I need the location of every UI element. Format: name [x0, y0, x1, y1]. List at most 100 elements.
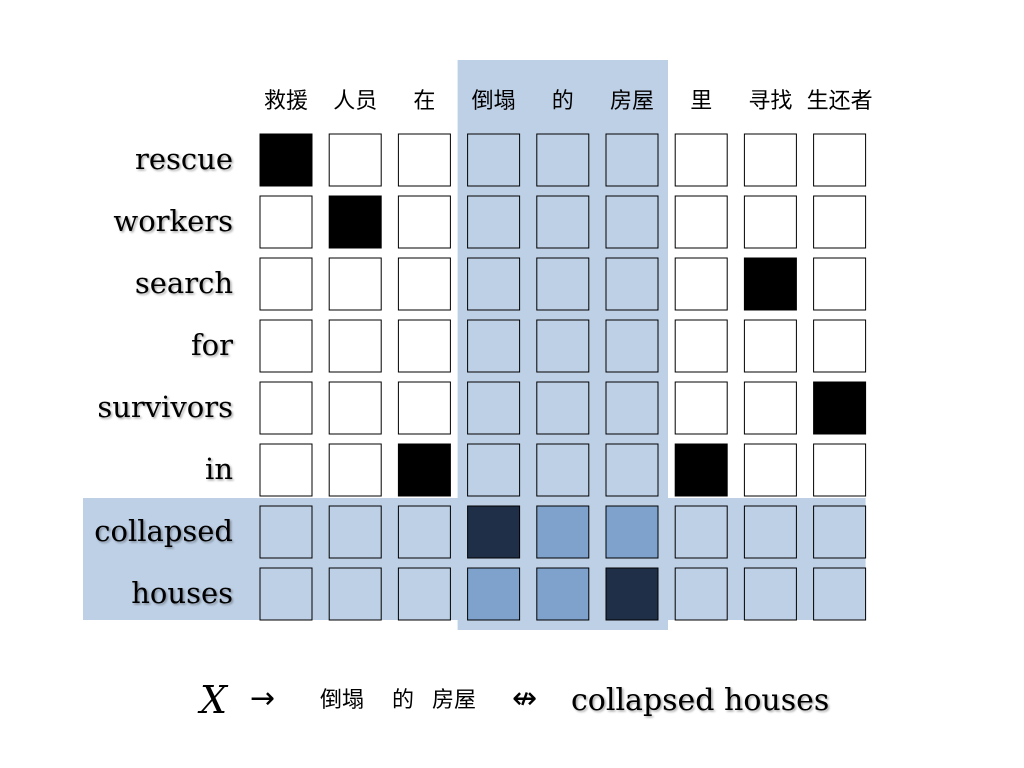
- alignment-cell: [397, 195, 451, 249]
- alignment-cell: [674, 443, 728, 497]
- alignment-cell: [674, 195, 728, 249]
- alignment-cell: [467, 133, 521, 187]
- alignment-cell: [536, 567, 590, 621]
- formula-source-word: 倒塌: [320, 688, 364, 713]
- alignment-cell: [813, 567, 867, 621]
- phrase-pair-formula: X → 倒塌 的 房屋 ↮ collapsed houses: [197, 678, 829, 722]
- alignment-cell: [259, 443, 313, 497]
- alignment-cell: [536, 319, 590, 373]
- target-word-labels: rescue workers search for survivors in c…: [94, 142, 233, 610]
- alignment-cell: [605, 567, 659, 621]
- alignment-cell: [328, 257, 382, 311]
- source-word: 救援: [264, 89, 308, 114]
- source-word: 里: [690, 89, 712, 114]
- alignment-cell: [674, 567, 728, 621]
- alignment-cell: [605, 319, 659, 373]
- source-word: 房屋: [610, 89, 654, 114]
- source-word-labels: 救援 人员 在 倒塌 的 房屋 里 寻找 生还者: [264, 89, 873, 114]
- alignment-cell: [328, 505, 382, 559]
- alignment-cell: [397, 381, 451, 435]
- alignment-cell: [743, 133, 797, 187]
- alignment-cell: [467, 505, 521, 559]
- target-word: survivors: [97, 390, 233, 424]
- target-word: workers: [113, 204, 233, 238]
- alignment-cell: [397, 567, 451, 621]
- target-word: rescue: [135, 142, 233, 176]
- alignment-cell: [467, 319, 521, 373]
- alignment-cell: [328, 443, 382, 497]
- alignment-cell: [743, 381, 797, 435]
- formula-not-equivalent-arrow: ↮: [512, 681, 537, 716]
- alignment-cell: [536, 381, 590, 435]
- alignment-cell: [743, 443, 797, 497]
- alignment-cell: [605, 505, 659, 559]
- alignment-cell: [397, 505, 451, 559]
- alignment-cell: [467, 443, 521, 497]
- formula-source-word: 的: [392, 688, 414, 713]
- alignment-cell: [674, 381, 728, 435]
- alignment-cell: [536, 257, 590, 311]
- formula-target-phrase: collapsed houses: [571, 683, 829, 718]
- alignment-cell: [605, 133, 659, 187]
- alignment-cell: [467, 381, 521, 435]
- alignment-cell: [813, 195, 867, 249]
- alignment-cell: [328, 195, 382, 249]
- alignment-cell: [259, 381, 313, 435]
- alignment-cell: [259, 567, 313, 621]
- alignment-cell: [536, 505, 590, 559]
- alignment-cell: [328, 133, 382, 187]
- alignment-cell: [813, 319, 867, 373]
- target-word: collapsed: [94, 514, 233, 548]
- alignment-cell: [259, 319, 313, 373]
- alignment-cell: [397, 443, 451, 497]
- alignment-cell: [813, 443, 867, 497]
- formula-variable: X: [197, 678, 229, 722]
- alignment-cell: [328, 319, 382, 373]
- formula-source-word: 房屋: [432, 688, 476, 713]
- alignment-cell: [259, 257, 313, 311]
- alignment-cell: [674, 505, 728, 559]
- target-word: for: [191, 328, 233, 362]
- source-word: 的: [552, 89, 574, 114]
- alignment-cell: [743, 567, 797, 621]
- alignment-cell: [259, 133, 313, 187]
- alignment-cell: [467, 567, 521, 621]
- source-word: 寻找: [748, 89, 792, 114]
- alignment-cell: [813, 133, 867, 187]
- target-word: houses: [131, 576, 233, 610]
- alignment-cell: [328, 381, 382, 435]
- source-word: 在: [413, 89, 435, 114]
- alignment-cell: [536, 443, 590, 497]
- alignment-cell: [605, 381, 659, 435]
- target-word: search: [135, 266, 233, 300]
- source-word: 人员: [333, 89, 377, 114]
- alignment-cell: [674, 133, 728, 187]
- alignment-cell: [605, 257, 659, 311]
- alignment-cell: [328, 567, 382, 621]
- alignment-cell: [743, 195, 797, 249]
- alignment-matrix: [259, 133, 867, 621]
- alignment-cell: [467, 195, 521, 249]
- alignment-cell: [674, 257, 728, 311]
- alignment-cell: [674, 319, 728, 373]
- alignment-cell: [397, 133, 451, 187]
- alignment-cell: [259, 195, 313, 249]
- alignment-cell: [467, 257, 521, 311]
- alignment-cell: [259, 505, 313, 559]
- formula-arrow: →: [250, 681, 275, 716]
- alignment-cell: [743, 319, 797, 373]
- source-word: 生还者: [807, 89, 873, 114]
- alignment-cell: [743, 505, 797, 559]
- alignment-cell: [536, 133, 590, 187]
- target-word: in: [205, 452, 233, 486]
- alignment-cell: [743, 257, 797, 311]
- source-word: 倒塌: [472, 89, 516, 114]
- alignment-cell: [813, 505, 867, 559]
- alignment-cell: [813, 257, 867, 311]
- alignment-cell: [813, 381, 867, 435]
- alignment-cell: [536, 195, 590, 249]
- alignment-cell: [397, 257, 451, 311]
- alignment-cell: [397, 319, 451, 373]
- alignment-cell: [605, 443, 659, 497]
